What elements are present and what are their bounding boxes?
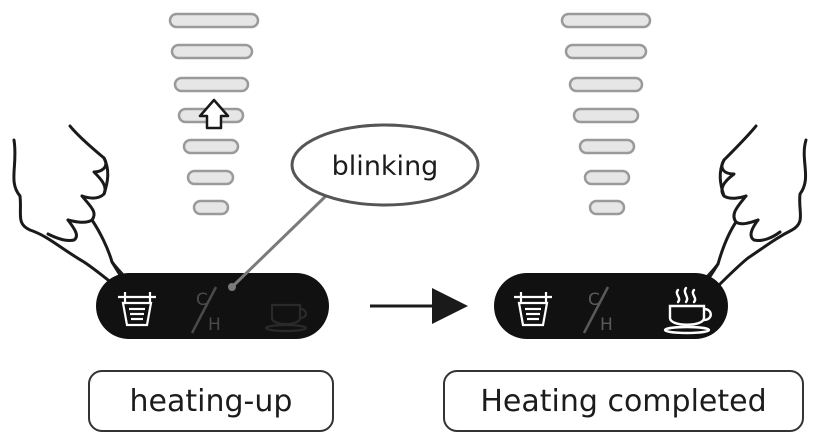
up-arrow-icon: [198, 98, 230, 130]
state-label-heating-completed: Heating completed: [443, 370, 804, 432]
coffee-cup-icon: [663, 286, 712, 335]
state-label-text: Heating completed: [480, 383, 767, 419]
level-bar: [572, 107, 640, 124]
coffee-cup-icon: [264, 303, 308, 333]
level-bar: [588, 199, 626, 216]
level-bar: [578, 138, 636, 155]
level-bar: [168, 12, 260, 29]
left-hand-illustration: [12, 124, 132, 292]
cup-level-icon: [118, 292, 156, 327]
level-bar: [583, 169, 631, 186]
right-hand-illustration: [698, 124, 808, 294]
level-bar: [170, 43, 254, 60]
level-bar: [186, 169, 235, 186]
symbol-h: H: [600, 315, 613, 335]
level-bar: [564, 43, 648, 60]
callout-pointer-dot: [228, 283, 236, 291]
left-control-panel: [96, 273, 329, 339]
level-bar: [560, 12, 652, 29]
cup-level-icon: [514, 292, 552, 327]
callout-text: blinking: [332, 151, 439, 182]
state-label-heating-up: heating-up: [88, 370, 334, 432]
callout-bubble: [290, 123, 480, 207]
celsius-fahrenheit-icon: C H: [190, 286, 221, 335]
level-bar: [192, 199, 230, 216]
right-control-panel: [494, 273, 728, 339]
celsius-fahrenheit-icon: C H: [582, 286, 613, 335]
callout-pointer-line: [230, 190, 332, 289]
level-bar: [173, 76, 250, 93]
level-bar: [568, 76, 644, 93]
right-level-bars: [560, 12, 652, 216]
left-level-bars: [168, 12, 260, 216]
symbol-c: C: [588, 290, 600, 310]
symbol-h: H: [208, 315, 221, 335]
state-label-text: heating-up: [129, 383, 293, 419]
symbol-c: C: [196, 290, 208, 310]
level-bar: [182, 138, 240, 155]
